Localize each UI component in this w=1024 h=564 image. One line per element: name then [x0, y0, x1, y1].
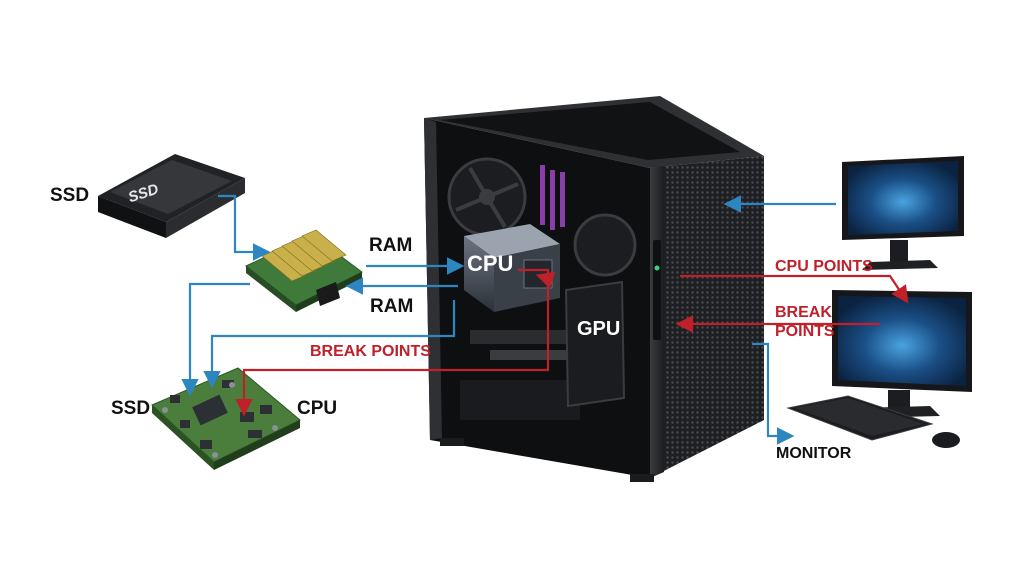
red-connection-arrows [235, 268, 909, 417]
blue-connection-arrows [181, 194, 836, 445]
arrow-ram-to-ssd [181, 282, 250, 397]
mouse-illustration [932, 432, 960, 448]
label-monitor: MONITOR [776, 445, 852, 462]
label-cpu-bottom: CPU [297, 398, 338, 419]
arrow-cpu-points [680, 274, 909, 304]
ram-board-illustration [245, 229, 363, 312]
label-cpu-chip: CPU [467, 251, 514, 276]
label-ram-bottom: RAM [370, 296, 414, 317]
arrow-cpu-to-motherboard [203, 300, 456, 389]
arrow-break-points-left [235, 268, 550, 417]
arrow-case-to-monitor-label [752, 342, 795, 445]
arrow-ssd-to-ram [218, 194, 271, 261]
label-cpu-points: CPU POINTS [775, 258, 873, 275]
keyboard-illustration [786, 395, 934, 441]
arrow-cpu-chip [535, 271, 556, 289]
label-gpu-chip: GPU [577, 318, 621, 340]
pc-case-illustration [424, 96, 764, 482]
label-ssd-bottom: SSD [111, 398, 151, 419]
label-ram-top: RAM [369, 235, 413, 256]
ssd-drive-illustration [98, 154, 245, 238]
label-break-points-right-line2: POINTS [775, 323, 835, 340]
label-break-points-left: BREAK POINTS [310, 343, 431, 360]
motherboard-illustration [151, 367, 301, 470]
label-break-points-right-line1: BREAK [775, 304, 832, 321]
monitor-top-illustration [842, 156, 964, 270]
label-ssd-top: SSD [50, 185, 90, 206]
